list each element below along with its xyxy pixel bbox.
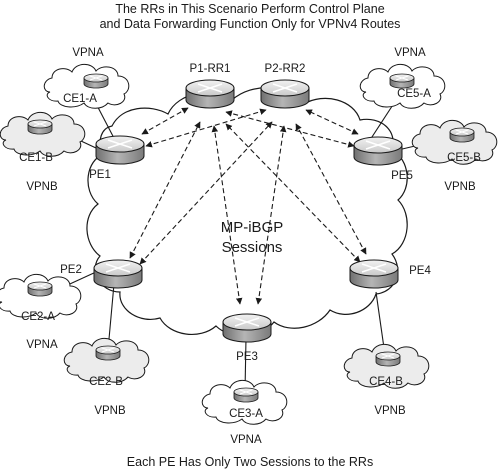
pe4-label: PE4 — [409, 265, 431, 277]
ce2-b-vpn-label: VPNB — [94, 405, 126, 417]
ce5-a-label: CE5-A — [397, 88, 431, 100]
ce3-a-label: CE3-A — [229, 408, 263, 420]
ce1-b-vpn-label: VPNB — [26, 181, 58, 193]
ce3-a-vpn-label: VPNA — [230, 434, 262, 446]
ce2-a-vpn-label: VPNA — [26, 339, 58, 351]
ce1-b-label: CE1-B — [19, 152, 53, 164]
session-pe4-rr2 — [295, 123, 367, 255]
ce2-a-label: CE2-A — [21, 311, 55, 323]
footer-caption: Each PE Has Only Two Sessions to the RRs — [127, 455, 373, 469]
header-line-2: and Data Forwarding Function Only for VP… — [100, 17, 401, 31]
pe-router-pe2[interactable] — [93, 259, 143, 289]
pe2-label: PE2 — [60, 264, 82, 276]
ce5-a-vpn-label: VPNA — [394, 47, 426, 59]
pe-router-pe3[interactable] — [222, 313, 272, 343]
pe-router-pe5[interactable] — [353, 136, 403, 166]
route-reflector-p2-rr2[interactable] — [260, 79, 310, 109]
pe1-label: PE1 — [89, 169, 111, 181]
pe-router-pe1[interactable] — [95, 135, 145, 165]
ce5-b-vpn-label: VPNB — [444, 181, 476, 193]
pe3-label: PE3 — [236, 351, 258, 363]
provider-cloud — [86, 87, 408, 336]
ce-site-ce1-b[interactable] — [0, 111, 86, 157]
pe-router-pe4[interactable] — [349, 259, 399, 289]
center-label-line-2: Sessions — [222, 239, 283, 256]
ibgp-sessions — [129, 107, 367, 305]
rr1-label: P1-RR1 — [190, 63, 231, 75]
rr2-label: P2-RR2 — [265, 63, 306, 75]
header-line-1: The RRs in This Scenario Perform Control… — [115, 2, 384, 16]
ce2-b-label: CE2-B — [89, 376, 123, 388]
ce5-b-label: CE5-B — [447, 152, 481, 164]
ce1-a-label: CE1-A — [63, 93, 97, 105]
center-label-line-1: MP-iBGP — [221, 219, 284, 236]
ce1-a-vpn-label: VPNA — [72, 47, 104, 59]
route-reflector-p1-rr1[interactable] — [185, 79, 235, 109]
pe5-label: PE5 — [391, 170, 413, 182]
ce4-b-label: CE4-B — [369, 376, 403, 388]
ce4-b-vpn-label: VPNB — [374, 405, 406, 417]
ce-site-ce5-a[interactable] — [359, 63, 446, 109]
